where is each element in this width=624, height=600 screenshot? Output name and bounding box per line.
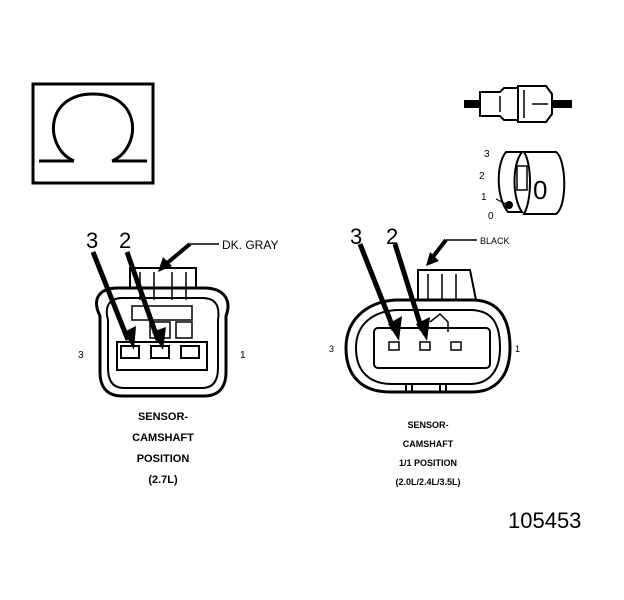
right-pin-3: 3 <box>329 344 334 354</box>
left-pin-3: 3 <box>78 350 84 361</box>
right-caption-line: (2.0L/2.4L/3.5L) <box>395 477 460 487</box>
right-caption-line: SENSOR- <box>407 420 448 430</box>
left-caption-line: SENSOR- <box>138 411 188 423</box>
left-pin-1: 1 <box>240 350 246 361</box>
left-callout-3: 3 <box>86 228 98 253</box>
legend-number-2: 2 <box>479 171 485 182</box>
right-color-label: BLACK <box>480 236 510 246</box>
ohm-symbol <box>31 82 155 185</box>
left-caption-line: POSITION <box>137 453 190 465</box>
figure-number: 105453 <box>508 508 581 533</box>
right-caption: SENSOR- CAMSHAFT 1/1 POSITION (2.0L/2.4L… <box>395 420 460 487</box>
left-caption-line: CAMSHAFT <box>132 432 194 444</box>
left-cavity-1 <box>180 345 200 359</box>
symbol-frame <box>31 82 155 185</box>
right-cavity-3 <box>388 341 400 351</box>
left-callout-2: 2 <box>119 228 131 253</box>
legend-number-1: 1 <box>481 192 487 203</box>
left-caption: SENSOR- CAMSHAFT POSITION (2.7L) <box>132 411 194 486</box>
legend-number-3: 3 <box>484 149 490 160</box>
right-pin-1: 1 <box>515 344 520 354</box>
ohm-omega-icon <box>39 92 147 163</box>
right-cavity-2 <box>419 341 431 351</box>
left-caption-line: (2.7L) <box>148 474 178 486</box>
right-callout-2: 2 <box>386 224 398 249</box>
legend-big-digit: 0 <box>533 175 547 205</box>
connector-left <box>90 242 230 398</box>
right-caption-line: 1/1 POSITION <box>399 458 457 468</box>
left-color-label: DK. GRAY <box>222 238 278 252</box>
legend-number-0: 0 <box>488 211 494 222</box>
right-callout-3: 3 <box>350 224 362 249</box>
left-cavity-3 <box>120 345 140 359</box>
connector-right <box>344 238 512 394</box>
right-cavity-1 <box>450 341 462 351</box>
left-cavity-2 <box>150 345 170 359</box>
right-caption-line: CAMSHAFT <box>403 439 454 449</box>
connector-inspection-icon <box>464 85 572 215</box>
